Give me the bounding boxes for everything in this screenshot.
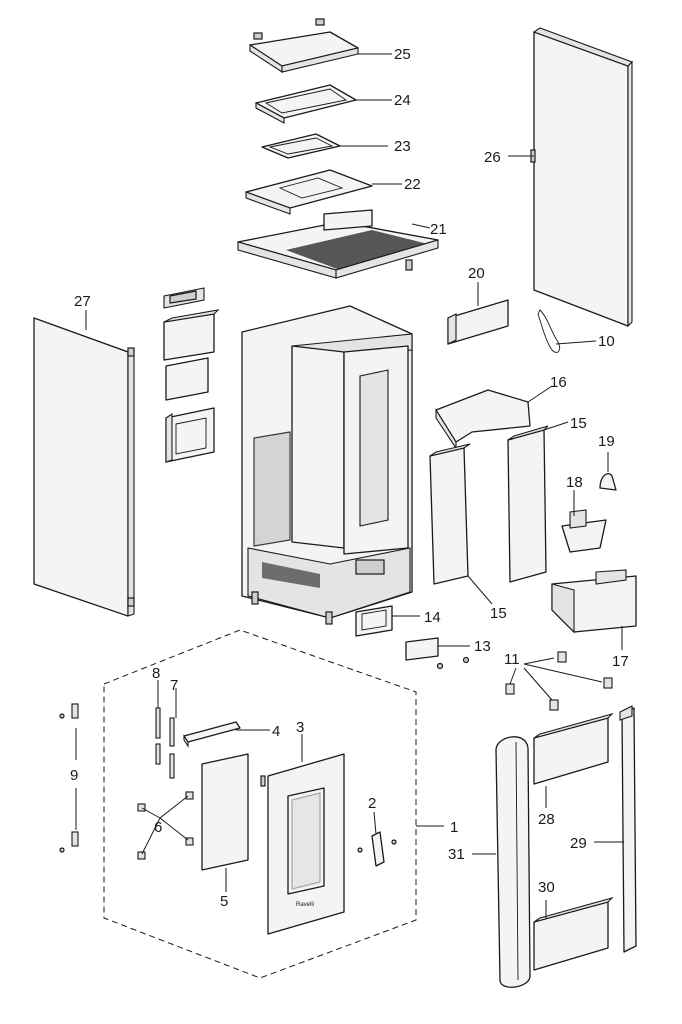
part-2-latch [357, 831, 397, 867]
part-4-handle-bracket [183, 721, 241, 748]
callout-1: 1 [450, 819, 458, 836]
part-25-top-cover [249, 18, 359, 74]
part-13-cover-plate [405, 637, 470, 670]
part-28-upper-panel [533, 712, 614, 785]
part-15-channel-upper [507, 425, 549, 583]
callout-4: 4 [272, 723, 280, 740]
part-17-ash-box [551, 569, 637, 634]
part-card-plate [165, 357, 209, 401]
part-10-cable [537, 309, 561, 353]
callout-11: 11 [504, 651, 520, 668]
callout-17: 17 [612, 653, 629, 670]
callout-15-upper: 15 [570, 415, 587, 432]
part-1-door-assembly-boundary [103, 629, 417, 979]
part-23-gasket [261, 133, 341, 159]
callout-20: 20 [468, 265, 485, 282]
part-3-door-frame [260, 753, 345, 935]
part-27-side-panel [33, 317, 135, 617]
callout-3: 3 [296, 719, 304, 736]
callout-21: 21 [430, 221, 447, 238]
part-26-side-panel [530, 27, 633, 328]
callout-28: 28 [538, 811, 555, 828]
part-29-side-rail [619, 705, 637, 953]
callout-23: 23 [394, 138, 411, 155]
callout-13: 13 [474, 638, 491, 655]
callout-6: 6 [154, 819, 162, 836]
door-brand-mark: Ravelli [296, 902, 314, 908]
callout-9: 9 [70, 767, 78, 784]
part-5-door-glass [201, 753, 249, 871]
callout-8: 8 [152, 665, 160, 682]
main-body-frame [241, 305, 413, 625]
part-14-inspection-plate [355, 605, 393, 637]
part-9-hinges [59, 703, 79, 853]
callout-29: 29 [570, 835, 587, 852]
part-24-frame [255, 84, 357, 124]
callout-22: 22 [404, 176, 421, 193]
callout-30: 30 [538, 879, 555, 896]
part-15-channel-lower [429, 443, 471, 585]
callout-16: 16 [550, 374, 567, 391]
leader-lines [75, 53, 624, 918]
callout-labels: 25 24 23 22 21 26 20 10 27 16 15 19 18 1… [70, 46, 629, 910]
part-8-pin [155, 707, 161, 765]
callout-25: 25 [394, 46, 411, 63]
callout-31: 31 [448, 846, 465, 863]
part-mount-bracket [165, 407, 215, 463]
part-20-bracket [447, 299, 509, 345]
callout-15-lower: 15 [490, 605, 507, 622]
callout-10: 10 [598, 333, 615, 350]
callout-14: 14 [424, 609, 441, 626]
callout-24: 24 [394, 92, 411, 109]
part-21-top-grille [237, 209, 439, 279]
part-18-burn-pot [561, 509, 607, 553]
callout-7: 7 [170, 677, 178, 694]
part-30-lower-panel [533, 896, 614, 971]
callout-5: 5 [220, 893, 228, 910]
part-6-clips [137, 791, 194, 860]
part-7-pin [169, 717, 175, 779]
callout-27: 27 [74, 293, 91, 310]
callout-18: 18 [566, 474, 583, 491]
part-19-cap [599, 473, 617, 491]
part-control-housing [163, 309, 220, 361]
part-display-unit [163, 287, 205, 309]
callout-19: 19 [598, 433, 615, 450]
part-22-plate [245, 169, 373, 215]
callout-26: 26 [484, 149, 501, 166]
part-31-front-column [495, 736, 531, 988]
callout-2: 2 [368, 795, 376, 812]
part-11-feet [505, 651, 613, 711]
